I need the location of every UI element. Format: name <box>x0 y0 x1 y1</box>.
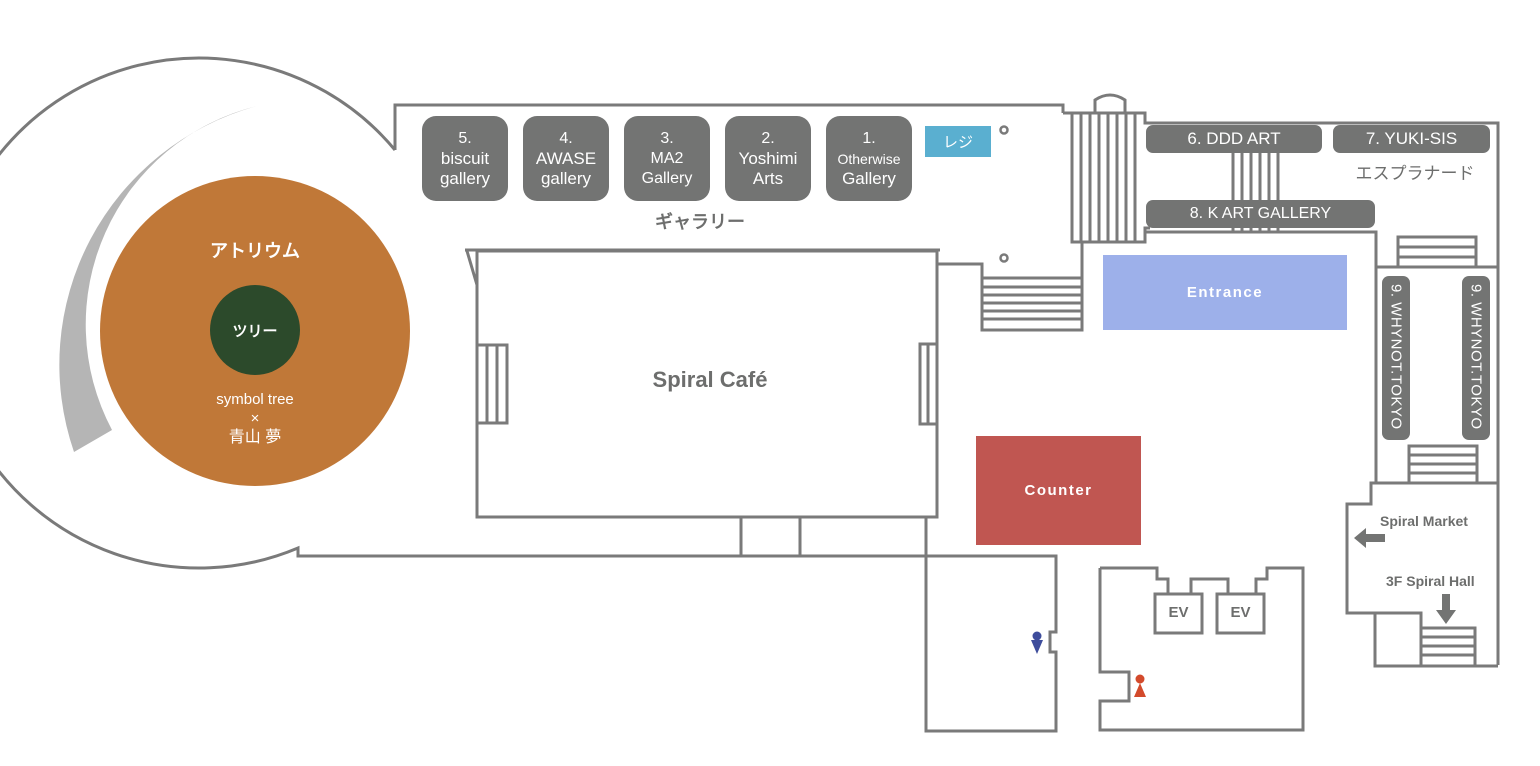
gallery-wall <box>393 103 1065 150</box>
stair-area-wall <box>937 243 1084 332</box>
atrium-caption: symbol tree × 青山 夢 <box>175 390 335 447</box>
stairs-entrance <box>982 276 1082 321</box>
elevator-1 <box>1153 592 1204 635</box>
tile-name: gallery <box>439 168 491 188</box>
gallery-area-label: ギャラリー <box>655 212 745 232</box>
atrium-outer-wall <box>0 56 925 570</box>
main-staircase <box>1063 93 1500 665</box>
booth-label: 7. YUKI-SIS <box>1365 129 1458 148</box>
tile-name: gallery <box>540 168 592 188</box>
caption-line-2: × <box>250 410 260 427</box>
gallery-tile-3[interactable]: 3. MA2 Gallery <box>624 116 710 201</box>
elevator-1-label[interactable]: EV <box>1168 604 1189 621</box>
esplanade-area-label: エスプラナード <box>1355 164 1475 183</box>
tile-name: Gallery <box>842 168 896 188</box>
caption-line-3: 青山 夢 <box>228 429 282 446</box>
cafe-stair-left <box>475 343 509 425</box>
mens-restroom-wall <box>924 554 1058 733</box>
pillar <box>999 125 1009 135</box>
tile-number: 2. <box>761 129 775 147</box>
cafe-wall <box>475 249 939 519</box>
tile-name: Arts <box>752 168 784 188</box>
tile-number: 5. <box>458 129 472 147</box>
esplanade-wall <box>1145 230 1378 484</box>
tile-name: biscuit <box>440 148 490 168</box>
pillar <box>999 253 1009 263</box>
tile-number: 1. <box>862 129 876 147</box>
spiral-hall-label[interactable]: 3F Spiral Hall <box>1386 573 1475 589</box>
tile-name: MA2 <box>650 149 684 167</box>
booth-8[interactable]: 8. K ART GALLERY <box>1146 200 1375 228</box>
counter-label: Counter <box>1024 482 1093 499</box>
atrium-seating-arc <box>59 106 258 452</box>
womens-restroom-wall <box>1098 566 1305 732</box>
tile-name: Otherwise <box>837 150 901 167</box>
booth-label: 8. K ART GALLERY <box>1189 205 1332 222</box>
caption-line-1: symbol tree <box>216 391 294 408</box>
booth-label: 9. WHYNOT.TOKYO <box>1467 284 1485 430</box>
booth-6[interactable]: 6. DDD ART <box>1146 125 1322 153</box>
tile-name: Gallery <box>641 169 693 187</box>
gallery-tile-2[interactable]: 2. Yoshimi Arts <box>725 116 811 201</box>
arrow-left-icon <box>1354 528 1385 548</box>
booth-label: 9. WHYNOT.TOKYO <box>1387 284 1405 430</box>
booth-9-right[interactable]: 9. WHYNOT.TOKYO <box>1462 276 1490 440</box>
atrium-title: アトリウム <box>210 241 300 261</box>
register[interactable]: レジ <box>925 126 991 157</box>
entrance-zone[interactable]: Entrance <box>1103 255 1347 330</box>
arrow-down-icon <box>1436 594 1456 624</box>
tile-number: 3. <box>660 129 674 147</box>
elevator-2 <box>1215 592 1266 635</box>
symbol-tree[interactable]: ツリー <box>210 285 300 375</box>
register-label: レジ <box>942 134 973 151</box>
womens-restroom-icon <box>1134 674 1146 697</box>
entrance-label: Entrance <box>1186 284 1264 301</box>
market-area-wall <box>1345 481 1498 668</box>
gallery-tile-4[interactable]: 4. AWASE gallery <box>523 116 609 201</box>
mens-restroom-icon <box>1031 631 1043 654</box>
gallery-tile-5[interactable]: 5. biscuit gallery <box>422 116 508 201</box>
tile-name: Yoshimi <box>738 148 798 168</box>
stairs-upper-right <box>1396 235 1478 269</box>
gallery-tile-1[interactable]: 1. Otherwise Gallery <box>826 116 912 201</box>
booth-9-left[interactable]: 9. WHYNOT.TOKYO <box>1382 276 1410 440</box>
cafe-corner <box>465 250 479 286</box>
cafe-label[interactable]: Spiral Café <box>652 367 768 392</box>
tree-label: ツリー <box>232 322 278 340</box>
spiral-market-label[interactable]: Spiral Market <box>1380 513 1468 529</box>
booth-label: 6. DDD ART <box>1187 129 1281 148</box>
elevator-2-label[interactable]: EV <box>1230 604 1251 621</box>
counter-zone[interactable]: Counter <box>976 436 1141 545</box>
booth-7[interactable]: 7. YUKI-SIS <box>1333 125 1490 153</box>
tile-name: AWASE <box>535 148 597 168</box>
tile-number: 4. <box>559 129 573 147</box>
